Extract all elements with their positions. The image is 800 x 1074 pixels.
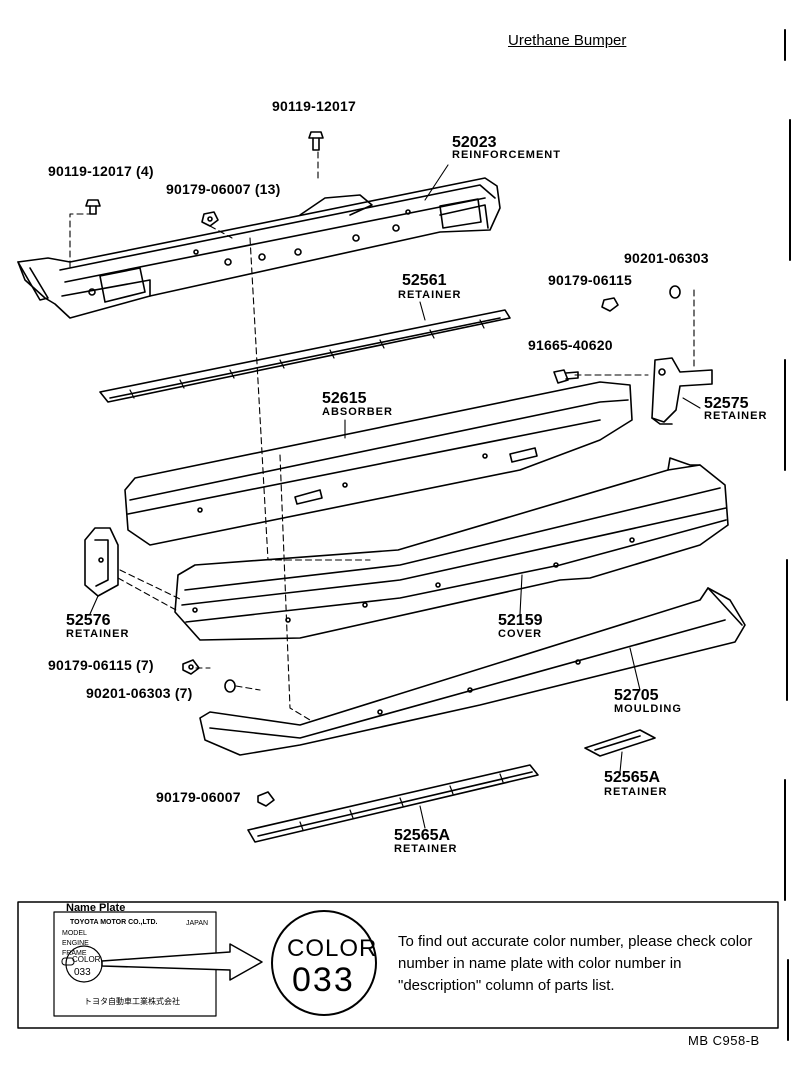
part-name: REINFORCEMENT [452,149,561,161]
bolt-90119-left [85,199,101,215]
name-plate-field: FRAME [62,950,87,957]
nut-90179-06007 [201,211,219,227]
part-number: 52565A [604,769,661,786]
nut-90179-06115 [601,297,619,312]
moulding-52705 [199,587,746,756]
nut-90179-06115-7 [182,659,200,675]
name-plate-country: JAPAN [186,920,209,927]
part-number: 52576 [66,612,111,629]
figure-code: MB C958-B [688,1033,760,1048]
retainer-52565a-long [247,764,539,843]
retainer-52575 [651,357,713,425]
color-callout-number: 033 [292,961,355,999]
part-number: 52615 [322,390,367,407]
info-box-frame [17,901,779,1029]
part-name: RETAINER [66,628,130,640]
retainer-52561 [99,309,511,403]
part-number: 91665-40620 [528,337,613,353]
arrow-icon [101,943,263,981]
name-plate-oval [61,957,75,966]
part-name: RETAINER [398,289,462,301]
bolt-90119-top [308,131,324,151]
part-number: 52023 [452,134,497,151]
part-number: 52565A [394,827,451,844]
name-plate-company: トヨタ自動車工業株式会社 [84,997,180,1006]
name-plate-color-label: COLOR [72,955,101,964]
cover-52159 [174,457,729,641]
washer-90201-06303-7 [224,679,236,693]
name-plate-color-value: 033 [74,967,91,978]
part-name: RETAINER [704,410,768,422]
name-plate-maker: TOYOTA MOTOR CO.,LTD. [70,919,158,926]
part-number: 90179-06115 (7) [48,657,154,673]
part-number: 52159 [498,612,543,629]
part-number: 90179-06115 [548,272,632,288]
bolt-91665-40620 [553,369,579,384]
name-plate-field: MODEL [62,930,87,937]
washer-90201-06303 [669,285,681,299]
part-name: RETAINER [394,843,458,855]
nut-90179-06007-bottom [257,791,275,807]
page-title: Urethane Bumper [508,32,627,49]
part-number: 52561 [402,272,447,289]
name-plate-field: ENGINE [62,940,89,947]
absorber-52615 [124,381,633,546]
part-name: ABSORBER [322,406,393,418]
part-name: RETAINER [604,786,668,798]
part-number: 52705 [614,687,659,704]
part-number: 90179-06007 (13) [166,181,281,197]
name-plate-title: Name Plate [66,902,126,914]
part-name: COVER [498,628,543,640]
color-number-note: To find out accurate color number, pleas… [398,933,753,994]
assembly-leader-lines [69,151,695,721]
part-number: 90201-06303 [624,250,709,266]
page-edge-marks [784,29,791,1041]
part-number: 90119-12017 (4) [48,163,154,179]
part-number: 90201-06303 (7) [86,685,193,701]
part-name: MOULDING [614,703,682,715]
color-callout-circle [271,910,377,1016]
color-callout-word: COLOR [287,935,378,962]
part-number: 90119-12017 [272,98,356,114]
retainer-52576 [84,527,119,597]
retainer-52565a-small [584,729,656,757]
part-number: 90179-06007 [156,789,241,805]
part-number: 52575 [704,395,749,412]
label-leader-lines [89,164,701,829]
reinforcement-52023 [17,177,501,319]
